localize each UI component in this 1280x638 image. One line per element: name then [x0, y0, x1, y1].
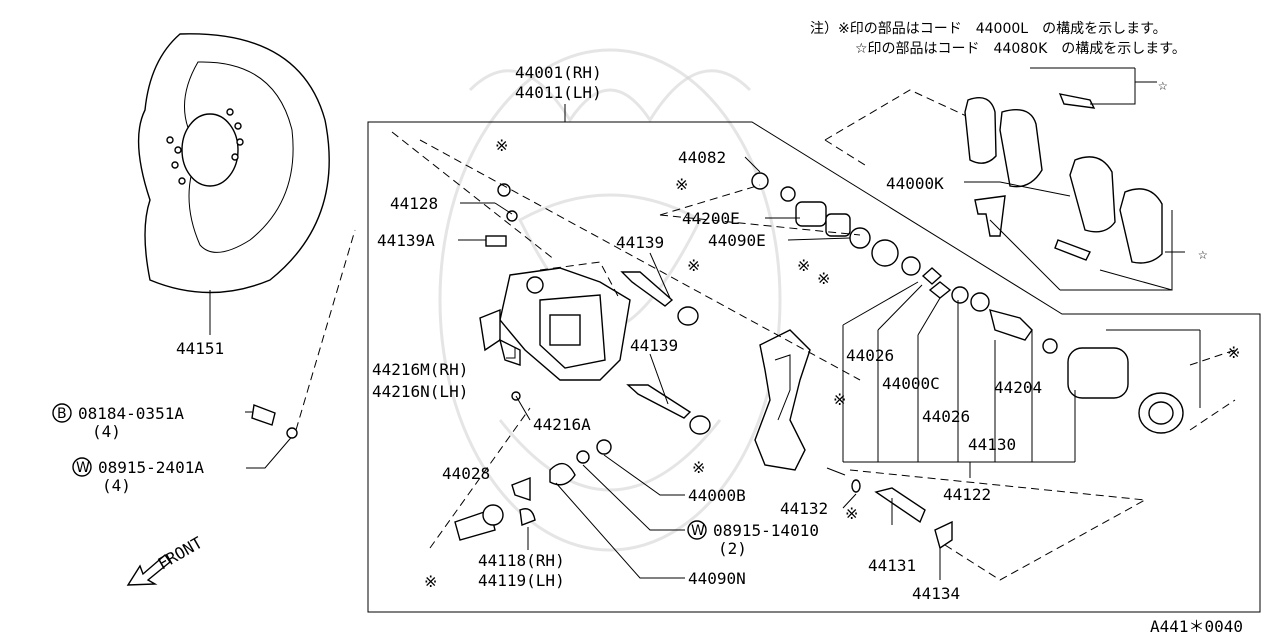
part-label-44082: 44082 — [678, 148, 726, 167]
washer2-qty: (2) — [718, 539, 747, 558]
kome-marker: ※ — [692, 458, 705, 477]
pins-and-bolts — [454, 183, 711, 541]
kome-marker: ※ — [495, 136, 508, 155]
washer-circle-letter: W — [76, 460, 90, 476]
part-label-44090E: 44090E — [708, 231, 766, 250]
part-label-44139-mid: 44139 — [630, 336, 678, 355]
part-label-44000K: 44000K — [886, 174, 944, 193]
kome-marker: ※ — [817, 269, 830, 288]
kome-marker: ※ — [687, 256, 700, 275]
part-label-44119: 44119(LH) — [478, 571, 565, 590]
note-line-1: 注）※印の部品はコード 44000L の構成を示します。 — [810, 21, 1167, 37]
diagram-code: A441＊0040 — [1150, 617, 1243, 636]
part-label-44204: 44204 — [994, 378, 1042, 397]
caliper-group-frame — [367, 104, 1261, 613]
part-label-44216M: 44216M(RH) — [372, 360, 468, 379]
front-arrow-icon — [126, 553, 171, 586]
kome-marker: ※ — [797, 256, 810, 275]
kome-marker: ※ — [1227, 343, 1240, 362]
caliper-assembly-lh: 44011(LH) — [515, 83, 602, 102]
part-label-44200E: 44200E — [682, 209, 740, 228]
washer-qty: (4) — [102, 476, 131, 495]
washer2-circle-letter: W — [691, 523, 705, 539]
note-line-2: ☆印の部品はコード 44080K の構成を示します。 — [855, 41, 1186, 57]
piston-and-seals — [751, 172, 1184, 550]
part-label-44118: 44118(RH) — [478, 551, 565, 570]
part-label-44216A: 44216A — [533, 415, 591, 434]
part-label-44028: 44028 — [442, 464, 490, 483]
washer-code: 08915-2401A — [98, 458, 204, 477]
front-label: FRONT — [155, 533, 207, 574]
star-marker: ☆ — [1198, 244, 1208, 263]
part-label-44000C: 44000C — [882, 374, 940, 393]
bolt-qty: (4) — [92, 422, 121, 441]
leader-lines — [245, 156, 1201, 580]
part-label-44139A: 44139A — [377, 231, 435, 250]
kome-marker: ※ — [675, 175, 688, 194]
part-label-44090N: 44090N — [688, 569, 746, 588]
part-label-44128: 44128 — [390, 194, 438, 213]
washer2-code: 08915-14010 — [713, 521, 819, 540]
guide-lines — [295, 131, 1236, 581]
star-marker: ☆ — [1158, 75, 1168, 94]
kome-marker: ※ — [833, 390, 846, 409]
part-label-44026-a: 44026 — [846, 346, 894, 365]
part-label-44130: 44130 — [968, 435, 1016, 454]
part-label-44216N: 44216N(LH) — [372, 382, 468, 401]
kome-marker: ※ — [845, 504, 858, 523]
caliper-bracket — [754, 329, 811, 471]
part-label-44131: 44131 — [868, 556, 916, 575]
part-label-44151: 44151 — [176, 339, 224, 358]
part-label-44139-top: 44139 — [616, 233, 664, 252]
part-label-44026-b: 44026 — [922, 407, 970, 426]
part-label-44134: 44134 — [912, 584, 960, 603]
part-label-44000B: 44000B — [688, 486, 746, 505]
bolt-code: 08184-0351A — [78, 404, 184, 423]
part-label-44122: 44122 — [943, 485, 991, 504]
brake-pad-kit-44000K — [824, 67, 1185, 291]
dust-shield-44151 — [137, 33, 330, 335]
bolt-circle-letter: B — [57, 406, 67, 422]
caliper-assembly-rh: 44001(RH) — [515, 63, 602, 82]
part-label-44132: 44132 — [780, 499, 828, 518]
caliper-body — [479, 267, 631, 381]
kome-marker: ※ — [424, 572, 437, 591]
